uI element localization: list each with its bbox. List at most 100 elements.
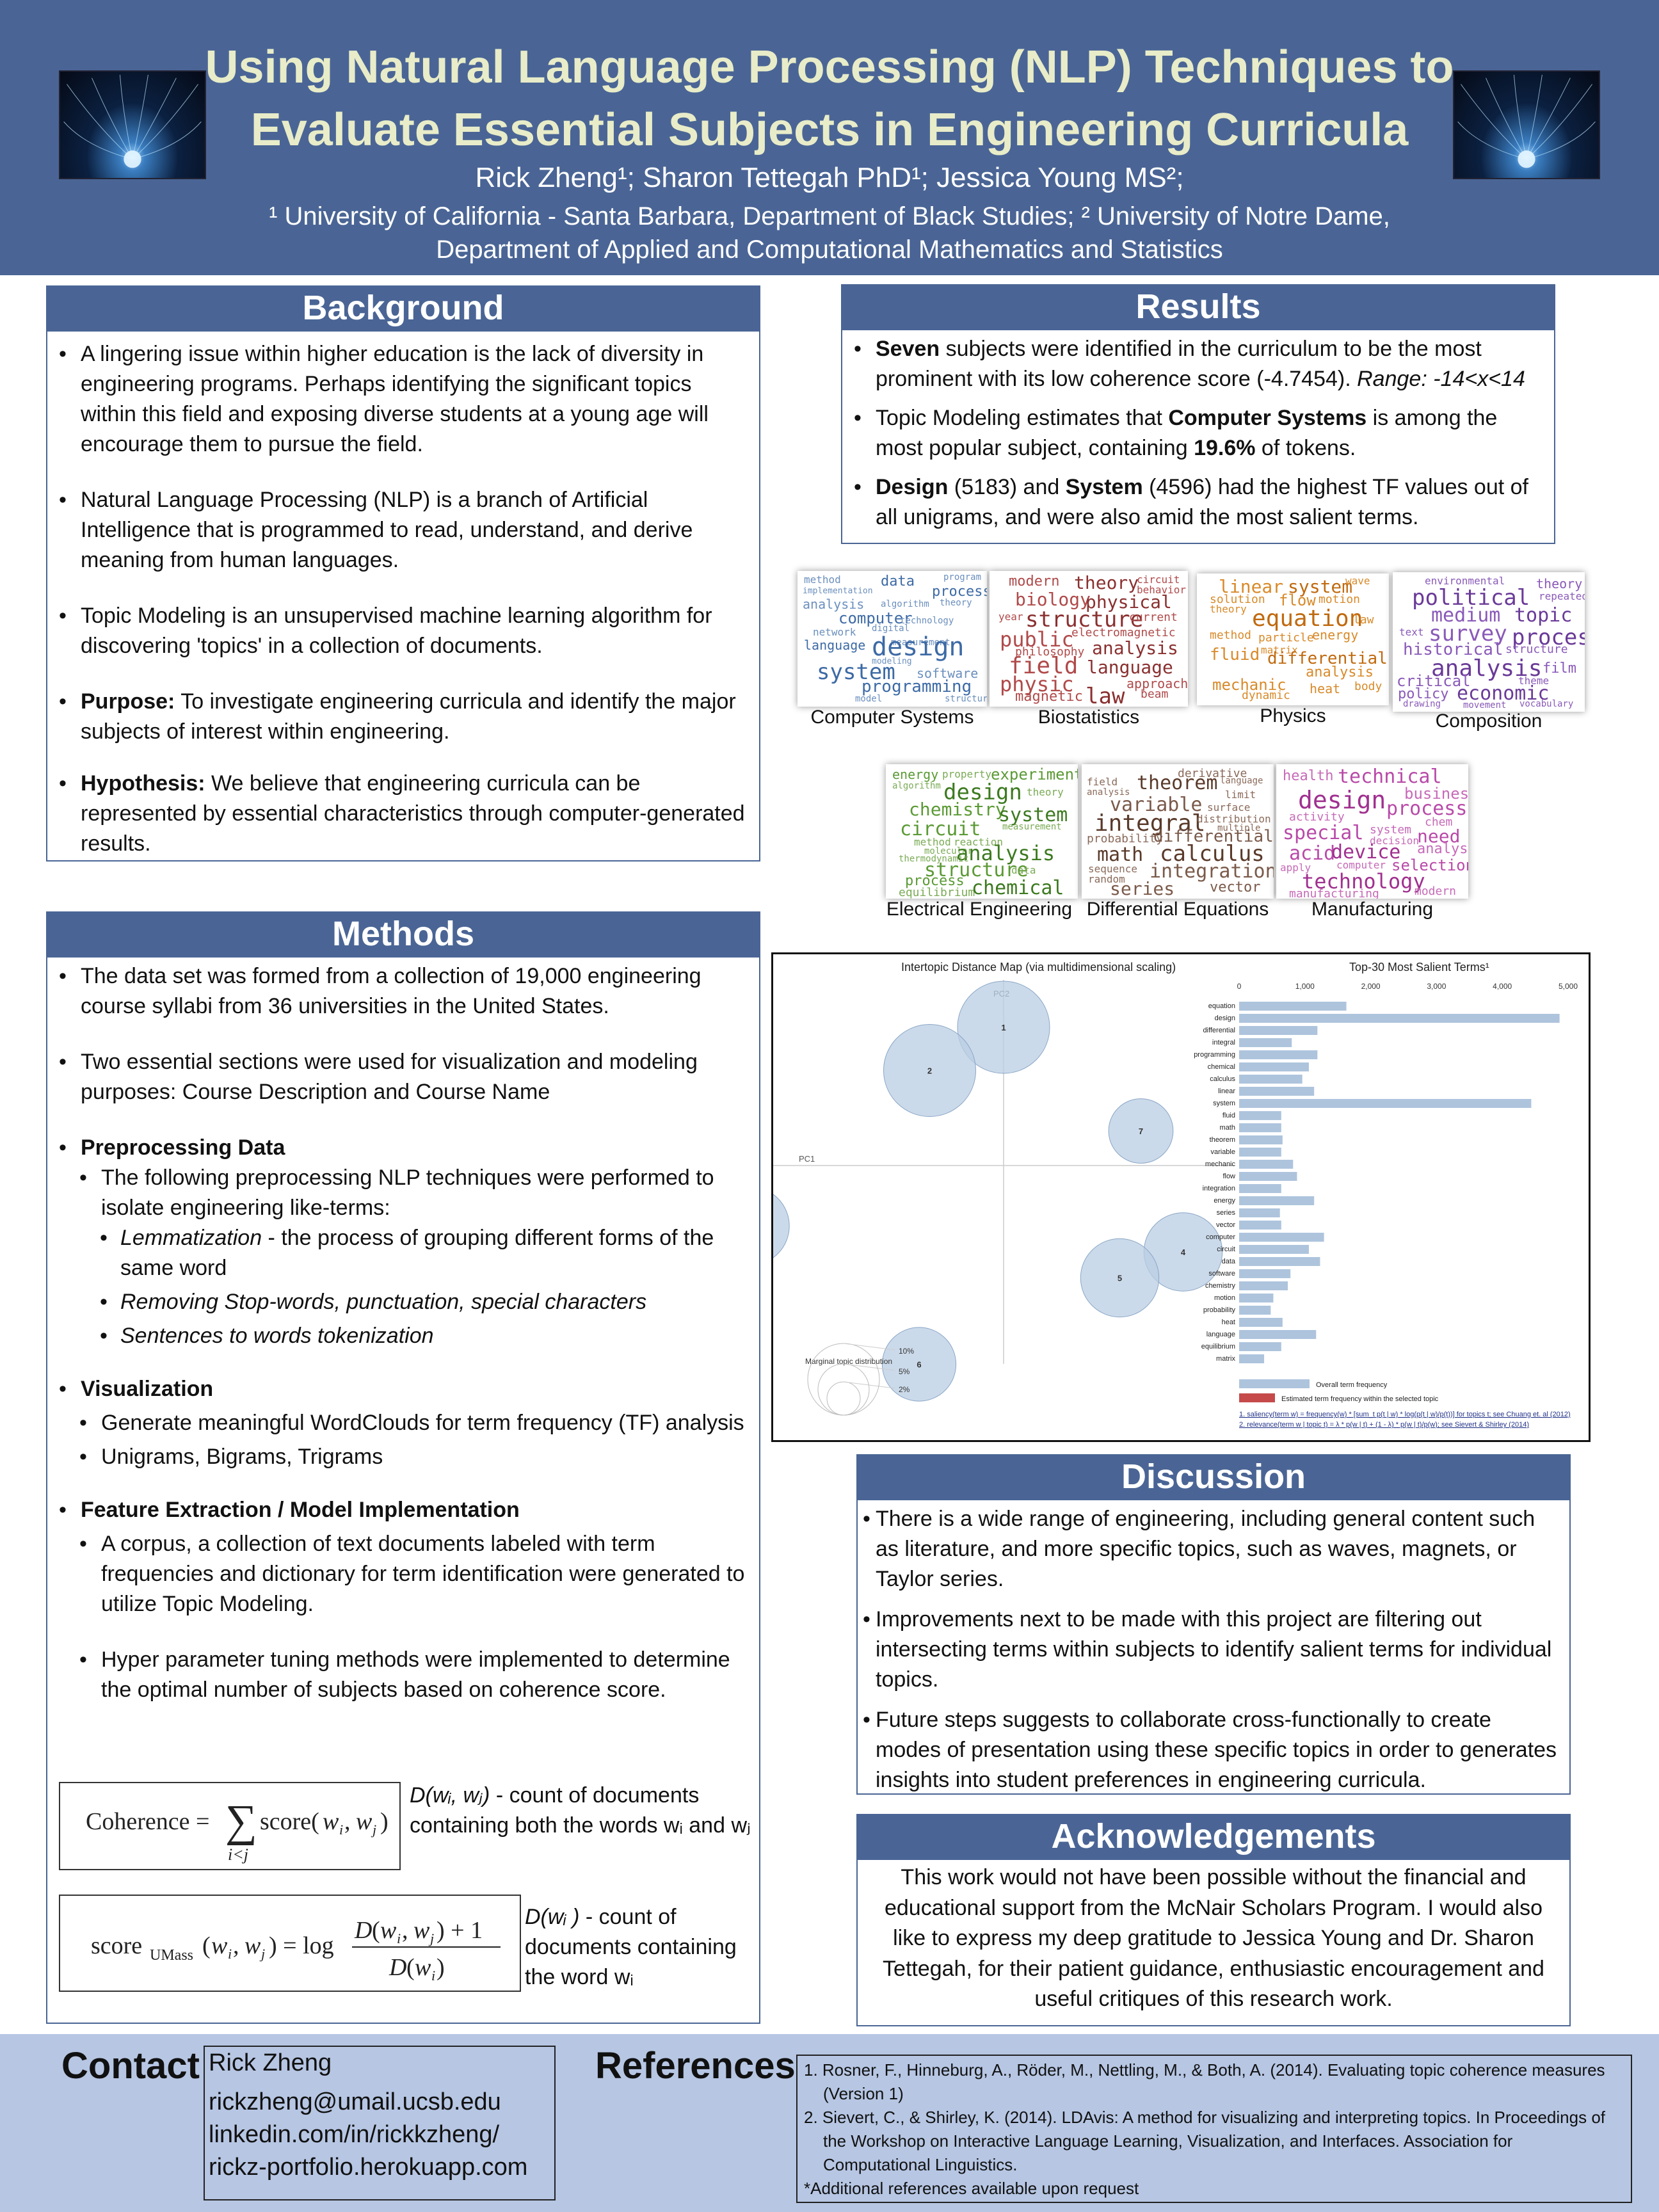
methods-subitem: Lemmatization - the process of grouping … bbox=[54, 1223, 750, 1283]
svg-text:i: i bbox=[431, 1968, 435, 1984]
background-section: A lingering issue within higher educatio… bbox=[46, 330, 760, 862]
term-label: calculus bbox=[1210, 1075, 1235, 1083]
affiliation-line-2: Department of Applied and Computational … bbox=[436, 236, 1223, 264]
term-label: linear bbox=[1218, 1087, 1235, 1095]
eq2-caption: D(wᵢ ) - count of documents containing t… bbox=[525, 1902, 762, 1992]
term-bar[interactable] bbox=[1239, 1123, 1281, 1132]
term-bar[interactable] bbox=[1239, 1111, 1281, 1120]
term-label: matrix bbox=[1216, 1355, 1235, 1363]
term-bar[interactable] bbox=[1239, 1038, 1292, 1047]
footnote-relevance: 2. relevance(term w | topic t) = λ * p(w… bbox=[1239, 1421, 1529, 1429]
term-bar[interactable] bbox=[1239, 1281, 1288, 1290]
term-bar[interactable] bbox=[1239, 1002, 1347, 1011]
light-burst-icon bbox=[1457, 74, 1596, 168]
x-tick-label: 5,000 bbox=[1559, 982, 1578, 991]
term-bar[interactable] bbox=[1239, 1135, 1283, 1144]
methods-item: Visualization bbox=[54, 1374, 750, 1404]
svg-text:j: j bbox=[371, 1822, 376, 1838]
term-bar[interactable] bbox=[1239, 1014, 1560, 1023]
topic-label: 1 bbox=[1001, 1023, 1006, 1032]
topic-circle[interactable] bbox=[1080, 1238, 1160, 1318]
term-label: theorem bbox=[1210, 1136, 1235, 1144]
term-bar[interactable] bbox=[1239, 1221, 1281, 1230]
contact-email[interactable]: rickzheng@umail.ucsb.edu bbox=[209, 2088, 501, 2115]
discussion-heading: Discussion bbox=[856, 1454, 1571, 1500]
wordcloud-label: Biostatistics bbox=[1038, 707, 1140, 728]
marginal-circle bbox=[817, 1363, 870, 1416]
term-bar[interactable] bbox=[1239, 1245, 1309, 1254]
term-bar[interactable] bbox=[1239, 1269, 1291, 1278]
term-bar[interactable] bbox=[1239, 1330, 1317, 1339]
term-label: system bbox=[1213, 1100, 1235, 1107]
svg-text:D: D bbox=[354, 1917, 372, 1944]
svg-text:): ) bbox=[380, 1808, 389, 1835]
svg-text:,: , bbox=[233, 1932, 239, 1959]
footnote-saliency: 1. saliency(term w) = frequency(w) * [su… bbox=[1239, 1411, 1571, 1418]
topic-circle[interactable] bbox=[957, 981, 1050, 1074]
intertopic-map: PC1PC21273456Marginal topic distribution… bbox=[710, 980, 1234, 1416]
term-bar[interactable] bbox=[1239, 1026, 1318, 1035]
term-bar[interactable] bbox=[1239, 1148, 1281, 1157]
term-bar[interactable] bbox=[1239, 1233, 1324, 1242]
results-text: subjects were identified in the curricul… bbox=[876, 337, 1482, 391]
term-bar[interactable] bbox=[1239, 1342, 1281, 1351]
term-bar[interactable] bbox=[1239, 1208, 1280, 1217]
preprocessing-title: Preprocessing Data bbox=[81, 1135, 285, 1160]
term-label: equilibrium bbox=[1201, 1343, 1235, 1350]
term-bar[interactable] bbox=[1239, 1257, 1320, 1266]
background-item: A lingering issue within higher educatio… bbox=[54, 339, 750, 460]
term-bar[interactable] bbox=[1239, 1354, 1265, 1363]
topic-circle[interactable] bbox=[710, 1186, 790, 1266]
term-label: flow bbox=[1222, 1173, 1235, 1180]
svg-text:i: i bbox=[228, 1946, 232, 1962]
svg-text:) = log: ) = log bbox=[269, 1932, 334, 1959]
term-label: motion bbox=[1214, 1294, 1235, 1302]
background-item-text: Topic Modeling is an unsupervised machin… bbox=[81, 604, 712, 658]
svg-text:): ) bbox=[437, 1954, 445, 1981]
background-item: Hypothesis: We believe that engineering … bbox=[54, 769, 750, 859]
term-label: mechanic bbox=[1205, 1160, 1236, 1168]
term-bar[interactable] bbox=[1239, 1294, 1274, 1302]
term-label: programming bbox=[1194, 1051, 1235, 1059]
x-tick-label: 0 bbox=[1237, 982, 1242, 991]
term-bar[interactable] bbox=[1239, 1184, 1281, 1193]
references-note: *Additional references available upon re… bbox=[804, 2179, 1139, 2198]
term-label: design bbox=[1215, 1014, 1235, 1022]
x-tick-label: 4,000 bbox=[1493, 982, 1512, 991]
term-label: language bbox=[1206, 1331, 1235, 1338]
term-bar[interactable] bbox=[1239, 1075, 1302, 1084]
svg-text:j: j bbox=[428, 1930, 434, 1946]
light-burst-icon bbox=[63, 74, 202, 168]
term-bar[interactable] bbox=[1239, 1172, 1297, 1181]
topic-label: 2 bbox=[927, 1066, 932, 1076]
contact-linkedin[interactable]: linkedin.com/in/rickkzheng/ bbox=[209, 2121, 500, 2148]
svg-text:i: i bbox=[397, 1930, 401, 1946]
term-bar[interactable] bbox=[1239, 1318, 1283, 1327]
term-bar[interactable] bbox=[1239, 1160, 1294, 1169]
discussion-item: Future steps suggests to collaborate cro… bbox=[858, 1705, 1560, 1795]
topic-label: 6 bbox=[917, 1360, 921, 1370]
term-bar[interactable] bbox=[1239, 1099, 1532, 1108]
term-bar[interactable] bbox=[1239, 1062, 1309, 1071]
topic-circle[interactable] bbox=[883, 1024, 976, 1117]
methods-subitem: A corpus, a collection of text documents… bbox=[54, 1529, 750, 1619]
term-label: heat bbox=[1222, 1318, 1235, 1326]
marginal-tick-line bbox=[843, 1343, 895, 1350]
topic-circle[interactable] bbox=[1108, 1098, 1174, 1164]
contact-portfolio[interactable]: rickz-portfolio.herokuapp.com bbox=[209, 2154, 528, 2181]
results-bold: Computer Systems bbox=[1168, 406, 1367, 430]
term-bar[interactable] bbox=[1239, 1306, 1271, 1315]
marginal-tick-label: 5% bbox=[899, 1367, 910, 1376]
svg-text:,: , bbox=[402, 1917, 408, 1944]
term-bar[interactable] bbox=[1239, 1196, 1315, 1205]
methods-subitem: Removing Stop-words, punctuation, specia… bbox=[54, 1287, 750, 1317]
term-bar[interactable] bbox=[1239, 1050, 1318, 1059]
poster-title: Using Natural Language Processing (NLP) … bbox=[0, 36, 1659, 161]
authors: Rick Zheng¹; Sharon Tettegah PhD¹; Jessi… bbox=[475, 162, 1184, 193]
svg-text:UMass: UMass bbox=[150, 1947, 193, 1964]
term-bar[interactable] bbox=[1239, 1087, 1315, 1096]
wordcloud-label: Computer Systems bbox=[810, 707, 974, 728]
topic-circle[interactable] bbox=[881, 1327, 957, 1402]
